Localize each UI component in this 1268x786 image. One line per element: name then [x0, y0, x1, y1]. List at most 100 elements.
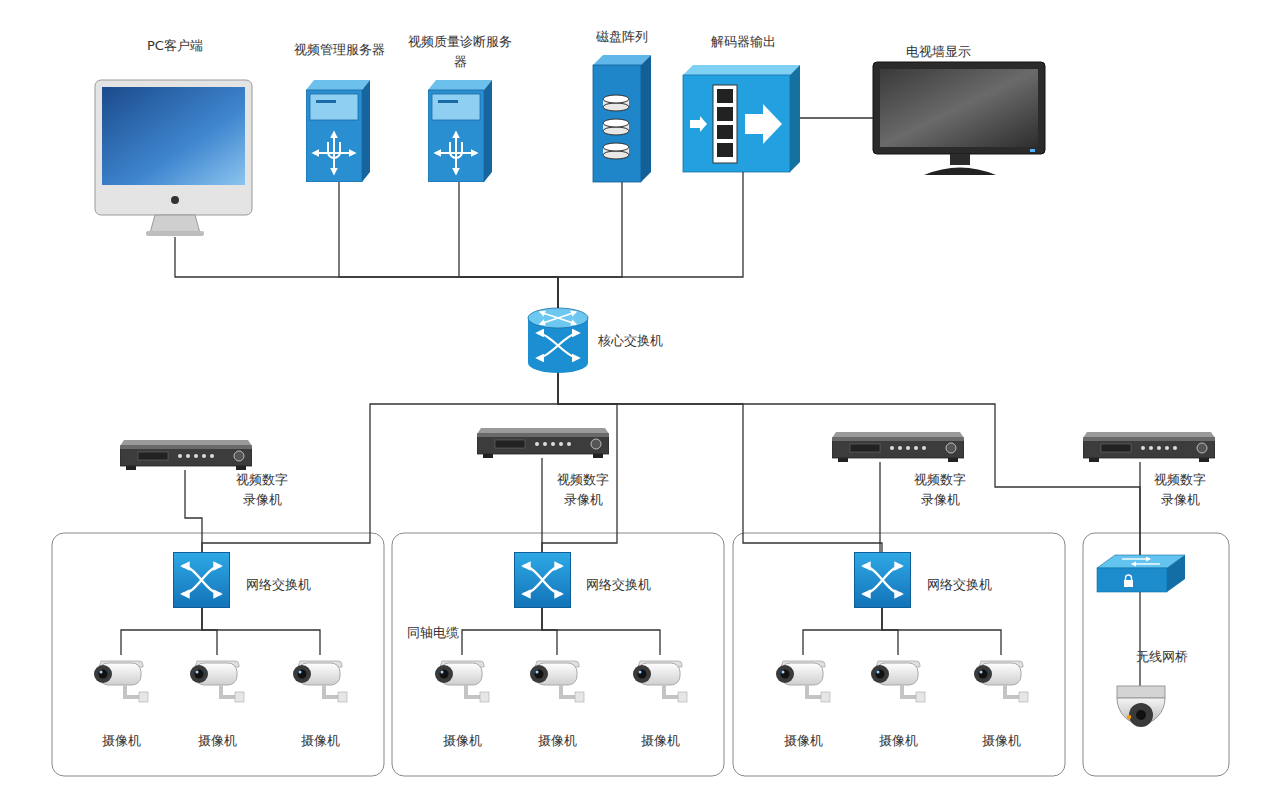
node-label: 摄像机 [290, 731, 350, 751]
core-switch-node: 核心交换机 [528, 308, 588, 373]
network-cable [175, 237, 558, 308]
switch-icon [855, 553, 911, 608]
switch-icon [515, 553, 571, 608]
network-cable [882, 608, 898, 655]
dvr-node: 视频数字 录像机 [832, 432, 964, 462]
server-icon [306, 80, 370, 182]
node-label: 磁盘阵列 [572, 27, 672, 47]
camera-node: 摄像机 [773, 655, 833, 713]
network-cable [558, 182, 622, 308]
pc-icon [95, 80, 252, 236]
node-label: 视频数字 录像机 [1150, 470, 1210, 510]
camera-icon [293, 661, 347, 702]
camera-icon [530, 661, 584, 702]
dvr-icon [1083, 432, 1215, 462]
node-label: 摄像机 [527, 731, 587, 751]
node-label: 视频管理服务器 [279, 40, 399, 60]
camera-icon [871, 661, 925, 702]
network-cable [879, 462, 880, 552]
camera-node: 摄像机 [91, 655, 151, 713]
dvr-node: 视频数字 录像机 [1083, 432, 1215, 462]
network-cable [558, 373, 882, 552]
pc-client-node: PC客户端 [95, 80, 252, 237]
node-label: 解码器输出 [693, 32, 793, 52]
network-cable [202, 608, 320, 655]
network-cable [1139, 462, 1140, 555]
decoder-icon [683, 65, 800, 172]
network-cable [462, 608, 542, 655]
dome-camera-icon [1117, 686, 1165, 727]
dvr-icon [832, 432, 964, 462]
network-cable [882, 608, 1001, 655]
node-label: PC客户端 [115, 36, 235, 56]
camera-icon [94, 661, 148, 702]
network-switch-node: 网络交换机 [514, 552, 571, 608]
camera-node: 摄像机 [630, 655, 690, 713]
node-label: 摄像机 [868, 731, 928, 751]
network-cable [558, 373, 1140, 555]
dvr-node: 视频数字 录像机 [477, 428, 609, 458]
node-label: 摄像机 [91, 731, 151, 751]
camera-icon [190, 661, 244, 702]
switch-icon [174, 553, 230, 608]
node-label: 摄像机 [432, 731, 492, 751]
wireless-bridge-icon [1097, 555, 1185, 592]
dvr-icon [477, 428, 609, 458]
network-cable [803, 608, 882, 655]
node-label: 网络交换机 [927, 575, 1017, 595]
network-cable [459, 182, 558, 308]
network-cable [541, 458, 542, 552]
network-cable [800, 117, 873, 118]
cable-label: 同轴电缆 [407, 623, 477, 643]
node-label: 视频数字 录像机 [910, 470, 970, 510]
network-cable [542, 608, 660, 655]
node-label: 网络交换机 [246, 575, 336, 595]
camera-node: 摄像机 [971, 655, 1031, 713]
disk-array-icon [593, 55, 651, 182]
group-frame [1083, 533, 1229, 776]
node-label: 摄像机 [971, 731, 1031, 751]
node-label: 无线网桥 [1122, 647, 1202, 667]
wire [1139, 592, 1140, 686]
group-frame [733, 533, 1065, 776]
tv-wall-node: 电视墙显示 [873, 62, 1045, 175]
group-frame [392, 533, 724, 776]
node-label: 摄像机 [773, 731, 833, 751]
network-cable [185, 470, 202, 552]
node-label: 摄像机 [187, 731, 247, 751]
dvr-icon [120, 440, 252, 470]
decoder-node: 解码器输出 [683, 65, 800, 172]
management-server-node: 视频管理服务器 [306, 80, 370, 182]
disk-array-node: 磁盘阵列 [593, 55, 651, 182]
network-cable [202, 373, 558, 552]
camera-icon [776, 661, 830, 702]
network-cable [558, 172, 743, 308]
camera-icon [974, 661, 1028, 702]
network-cable [542, 373, 617, 552]
node-label: 核心交换机 [598, 331, 688, 351]
core-switch-icon [528, 308, 588, 373]
node-label: 摄像机 [630, 731, 690, 751]
camera-node: 摄像机 [432, 655, 492, 713]
camera-icon [435, 661, 489, 702]
network-switch-node: 网络交换机 [173, 552, 230, 608]
camera-node: 摄像机 [290, 655, 350, 713]
diagnosis-server-node: 视频质量诊断服务 器 [428, 80, 492, 182]
camera-node: 摄像机 [527, 655, 587, 713]
node-label: 电视墙显示 [888, 42, 988, 62]
camera-node: 摄像机 [868, 655, 928, 713]
tv-icon [873, 62, 1045, 175]
camera-node: 摄像机 [187, 655, 247, 713]
node-label: 视频数字 录像机 [553, 470, 613, 510]
network-switch-node: 网络交换机 [854, 552, 911, 608]
node-label: 网络交换机 [586, 575, 676, 595]
wireless-bridge-node: 无线网桥 [1097, 555, 1185, 592]
network-cable [542, 608, 557, 655]
node-label: 视频数字 录像机 [232, 470, 292, 510]
dvr-node: 视频数字 录像机 [120, 440, 252, 470]
network-cable [339, 182, 558, 308]
server-icon [428, 80, 492, 182]
